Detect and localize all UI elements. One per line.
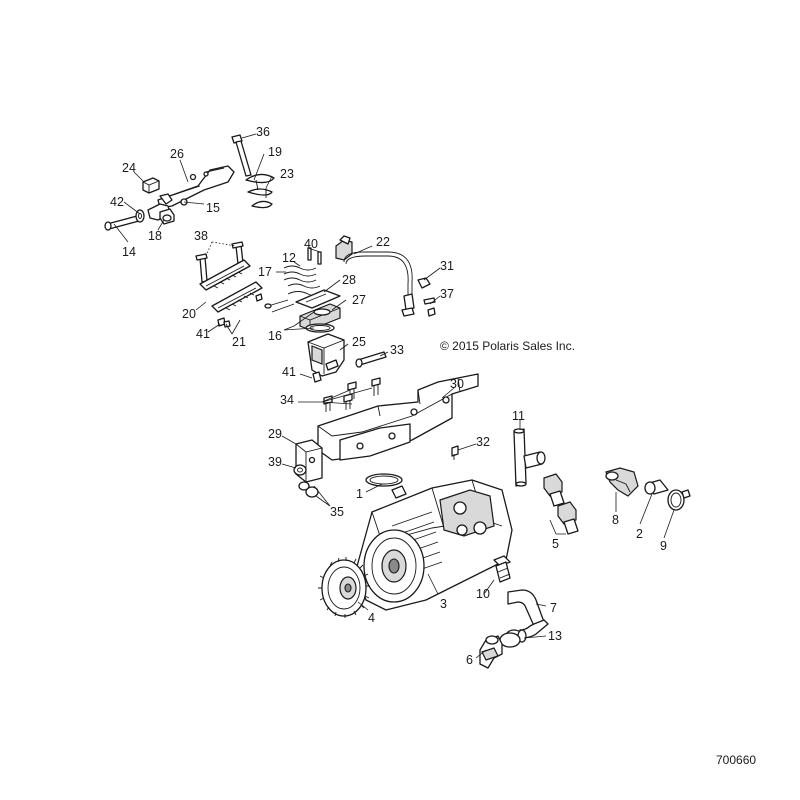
callout-12: 12 [282,251,296,265]
sensor-harness [335,235,436,317]
callout-labels: 1 2 3 4 5 5 6 7 8 9 10 11 12 13 14 15 16… [110,125,667,667]
callout-30: 30 [450,377,464,391]
callout-34a: 34 [280,393,294,407]
callout-41b: 41 [282,365,296,379]
callout-3: 3 [440,597,447,611]
bracket-assembly [293,373,479,498]
callout-8: 8 [612,513,619,527]
callout-36: 36 [256,125,270,139]
callout-40a: 40 [304,237,318,251]
callout-31: 31 [440,259,454,273]
callout-1: 1 [356,487,363,501]
callout-35a: 35 [330,505,344,519]
pump-body [355,479,513,611]
callout-41a: 41 [196,327,210,341]
callout-17: 17 [258,265,272,279]
callout-22: 22 [376,235,390,249]
callout-25: 25 [352,335,366,349]
callout-15: 15 [206,201,220,215]
callout-2: 2 [636,527,643,541]
callout-32: 32 [476,435,490,449]
callout-20: 20 [182,307,196,321]
callout-4: 4 [368,611,375,625]
linkage-assembly [104,134,275,231]
copyright-notice: © 2015 Polaris Sales Inc. [440,339,575,353]
callout-27: 27 [352,293,366,307]
callout-18: 18 [148,229,162,243]
callout-5a: 5 [552,537,559,551]
callout-21a: 21 [232,335,246,349]
callout-23: 23 [280,167,294,181]
callout-14: 14 [122,245,136,259]
callout-24: 24 [122,161,136,175]
callout-28: 28 [342,273,356,287]
callout-39: 39 [268,455,282,469]
callout-6: 6 [466,653,473,667]
hose-fittings [513,428,691,535]
fasteners [312,371,381,412]
callout-42: 42 [110,195,124,209]
callout-33: 33 [390,343,404,357]
hose-lower [479,589,549,669]
callout-37: 37 [440,287,454,301]
callout-16a: 16 [268,329,282,343]
link-assembly [195,241,263,328]
callout-29: 29 [268,427,282,441]
callout-26: 26 [170,147,184,161]
leader-lines [113,133,675,659]
callout-13: 13 [548,629,562,643]
callout-11: 11 [512,409,525,423]
actuator-stack [264,247,387,377]
callout-10: 10 [476,587,490,601]
drive-gear [318,557,370,618]
callout-9: 9 [660,539,667,553]
callout-38a: 38 [194,229,208,243]
callout-19: 19 [268,145,282,159]
figure-number: 700660 [716,753,756,767]
callout-7: 7 [550,601,557,615]
